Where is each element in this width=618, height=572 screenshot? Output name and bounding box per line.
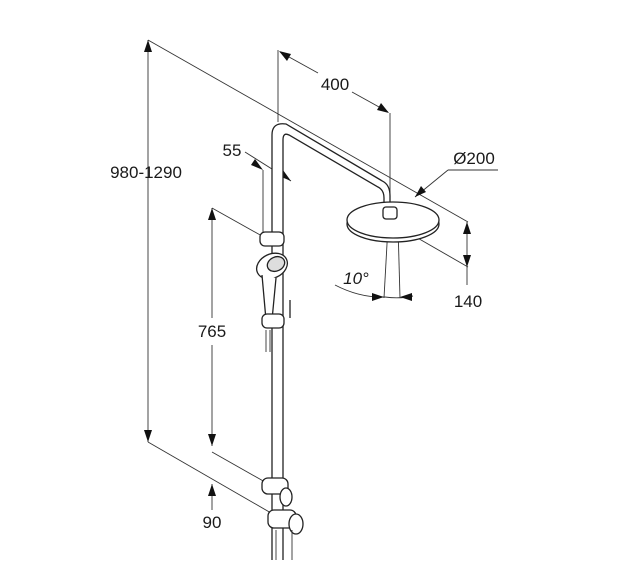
valve-offset-label: 90 [203, 513, 222, 532]
hand-shower [255, 231, 291, 352]
slide-rail-length-label: 765 [198, 322, 226, 341]
overhead-shower-head [346, 201, 440, 243]
dimension-arrows [144, 40, 471, 496]
head-diameter-label: Ø200 [453, 149, 495, 168]
arm-projection-label: 400 [321, 75, 349, 94]
head-tilt-label: 10° [343, 269, 369, 288]
dimension-lines [147, 39, 498, 518]
total-height-label: 980-1290 [110, 163, 182, 182]
diverter-valve [261, 477, 304, 560]
rail-offset-label: 55 [223, 141, 242, 160]
head-height-label: 140 [454, 292, 482, 311]
